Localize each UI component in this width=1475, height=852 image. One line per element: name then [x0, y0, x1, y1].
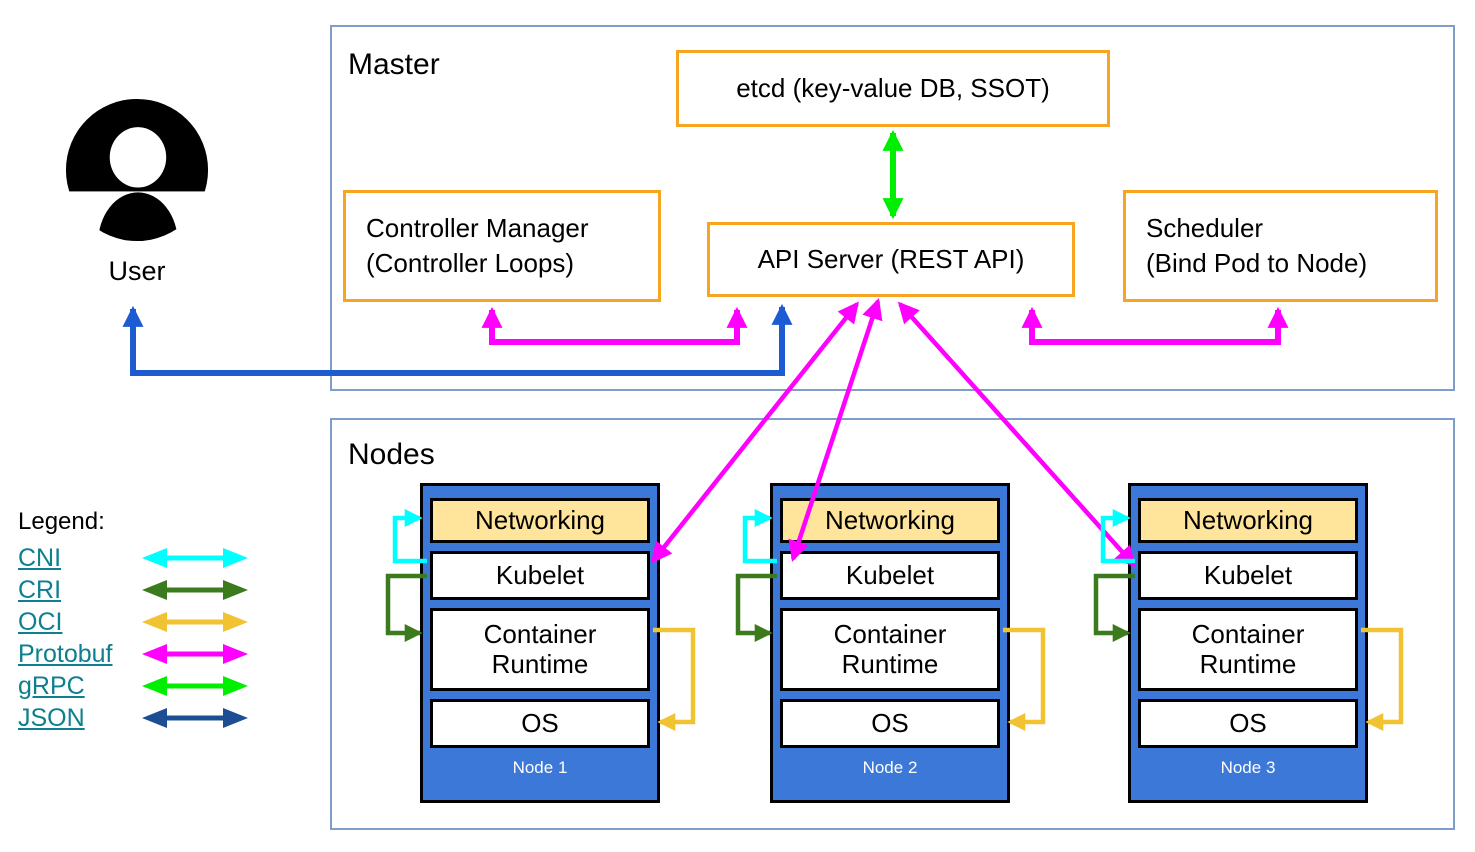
legend-link-protobuf[interactable]: Protobuf — [18, 639, 113, 668]
os-label: OS — [1229, 707, 1267, 738]
user-avatar-icon — [64, 97, 210, 243]
legend-link-cri[interactable]: CRI — [18, 575, 62, 604]
node-1-kubelet-layer: Kubelet — [430, 551, 650, 600]
cni-legend-arrow — [142, 548, 248, 568]
master-box — [330, 25, 1455, 391]
legend-link-grpc[interactable]: gRPC — [18, 671, 85, 700]
nodes-box — [330, 418, 1455, 830]
node-3-label: Node 3 — [1220, 758, 1276, 777]
node-2-networking-layer: Networking — [780, 498, 1000, 543]
legend: CNI CRI OCI Protobuf — [18, 542, 250, 734]
legend-link-cni[interactable]: CNI — [18, 543, 62, 572]
legend-title: Legend: — [18, 508, 105, 535]
legend-row-protobuf: Protobuf — [18, 638, 250, 670]
api-server-label: API Server (REST API) — [757, 243, 1025, 274]
master-title: Master — [348, 48, 440, 81]
controller-manager-label-line2: (Controller Loops) — [366, 248, 575, 278]
node-3-kubelet-layer: Kubelet — [1138, 551, 1358, 600]
legend-row-json: JSON — [18, 702, 250, 734]
controller-manager-box: Controller Manager (Controller Loops) — [343, 190, 661, 302]
kubelet-label: Kubelet — [495, 559, 585, 590]
node-3-os-layer: OS — [1138, 699, 1358, 748]
kubelet-label: Kubelet — [845, 559, 935, 590]
json-legend-arrow — [142, 708, 248, 728]
os-label: OS — [521, 707, 559, 738]
node-3-networking-layer: Networking — [1138, 498, 1358, 543]
networking-label: Networking — [1182, 504, 1314, 535]
legend-row-grpc: gRPC — [18, 670, 250, 702]
cri-legend-arrow — [142, 580, 248, 600]
grpc-legend-arrow — [142, 676, 248, 696]
networking-label: Networking — [824, 504, 956, 535]
node-3-container-runtime-layer: Container Runtime — [1138, 608, 1358, 691]
legend-row-cri: CRI — [18, 574, 250, 606]
networking-label: Networking — [474, 504, 606, 535]
node-3: Networking Kubelet Container Runtime OS … — [1128, 483, 1368, 803]
node-1-container-runtime-layer: Container Runtime — [430, 608, 650, 691]
node-1: Networking Kubelet Container Runtime OS … — [420, 483, 660, 803]
node-2-container-runtime-layer: Container Runtime — [780, 608, 1000, 691]
node-2-os-layer: OS — [780, 699, 1000, 748]
node-2-kubelet-layer: Kubelet — [780, 551, 1000, 600]
legend-link-oci[interactable]: OCI — [18, 607, 63, 636]
node-1-os-layer: OS — [430, 699, 650, 748]
scheduler-label-line2: (Bind Pod to Node) — [1146, 248, 1368, 278]
controller-manager-label-line1: Controller Manager — [366, 212, 589, 243]
scheduler-box: Scheduler (Bind Pod to Node) — [1123, 190, 1438, 302]
oci-legend-arrow — [142, 612, 248, 632]
protobuf-legend-arrow — [142, 644, 248, 664]
scheduler-label-line1: Scheduler — [1146, 212, 1264, 243]
node-2: Networking Kubelet Container Runtime OS … — [770, 483, 1010, 803]
node-2-label: Node 2 — [862, 758, 918, 777]
container-runtime-label: Container Runtime — [483, 618, 597, 679]
etcd-label: etcd (key-value DB, SSOT) — [736, 72, 1050, 103]
etcd-box: etcd (key-value DB, SSOT) — [676, 50, 1110, 127]
nodes-title: Nodes — [348, 438, 435, 471]
legend-row-oci: OCI — [18, 606, 250, 638]
user-label: User — [108, 256, 166, 286]
api-server-box: API Server (REST API) — [707, 222, 1075, 297]
node-1-networking-layer: Networking — [430, 498, 650, 543]
legend-link-json[interactable]: JSON — [18, 703, 85, 732]
kubelet-label: Kubelet — [1203, 559, 1293, 590]
container-runtime-label: Container Runtime — [1191, 618, 1305, 679]
container-runtime-label: Container Runtime — [833, 618, 947, 679]
os-label: OS — [871, 707, 909, 738]
node-1-label: Node 1 — [512, 758, 568, 777]
legend-row-cni: CNI — [18, 542, 250, 574]
